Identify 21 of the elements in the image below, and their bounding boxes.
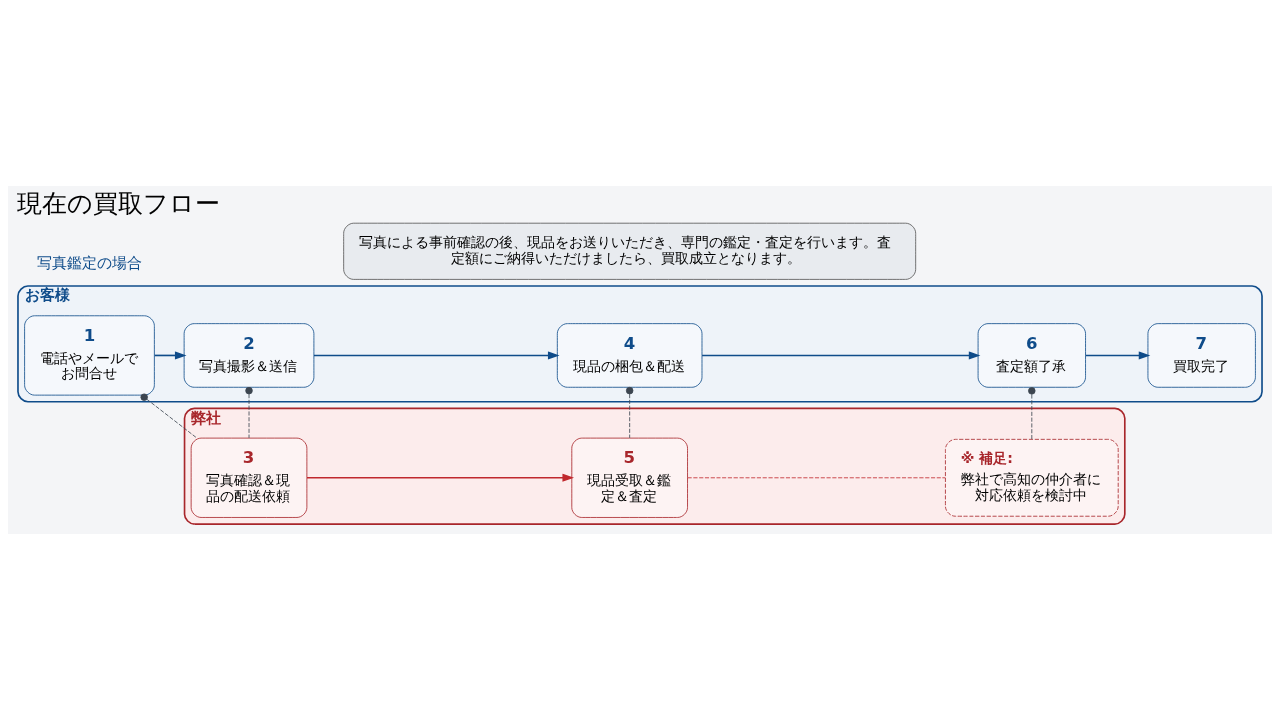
arrow xyxy=(313,351,560,360)
node-box: 6 査定額了承 xyxy=(977,323,1086,388)
connector xyxy=(625,386,634,439)
node-box: 1 電話やメールでお問合せ xyxy=(24,315,155,396)
arrow xyxy=(153,351,187,360)
node-box: 3 写真確認＆現品の配送依頼 xyxy=(190,437,308,518)
connector xyxy=(140,393,198,439)
node-box: ※ 補足: 弊社で高知の仲介者に対応依頼を検討中 xyxy=(945,438,1119,517)
node-box: 4 現品の梱包＆配送 xyxy=(556,323,703,388)
arrow xyxy=(701,351,981,360)
node-box: 2 写真撮影＆送信 xyxy=(183,323,315,388)
diagram-title: 現在の買取フロー xyxy=(16,189,220,219)
node-box: 7 買取完了 xyxy=(1147,323,1256,388)
arrow xyxy=(306,473,575,482)
node-box: 写真による事前確認の後、現品をお送りいただき、専門の鑑定・査定を行います。査定額にご納得いただけましたら、買取成立となります。 xyxy=(343,222,917,280)
connector xyxy=(245,386,253,439)
connector xyxy=(1028,387,1036,440)
node-box: 5 現品受取＆鑑定＆査定 xyxy=(571,437,688,518)
arrow xyxy=(1084,351,1151,360)
label: 写真鑑定の場合 xyxy=(36,254,142,273)
connector xyxy=(687,477,946,479)
